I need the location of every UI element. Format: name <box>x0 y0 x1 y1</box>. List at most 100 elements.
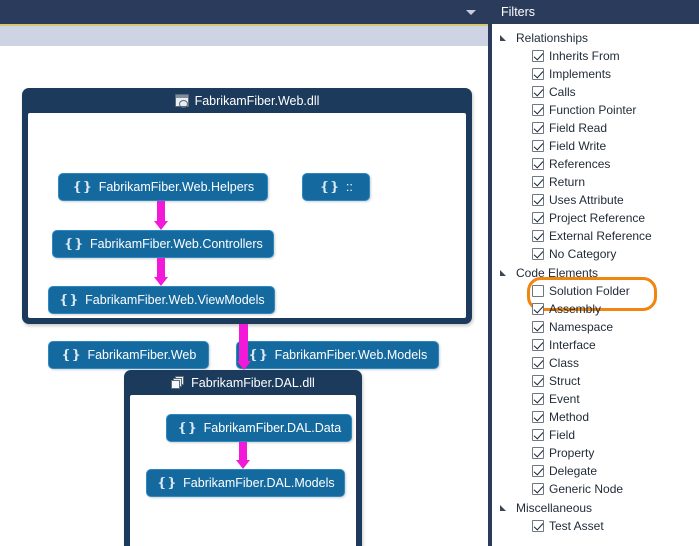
filter-item-field-read[interactable]: Field Read <box>492 119 699 137</box>
edge-daldata-to-dalmodels[interactable] <box>236 442 250 469</box>
diagram-canvas[interactable]: FabrikamFiber.Web.dll ❴❵ FabrikamFiber.W… <box>0 46 488 546</box>
filter-item-interface[interactable]: Interface <box>492 336 699 354</box>
filter-item-references[interactable]: References <box>492 155 699 173</box>
filter-item-label: Function Pointer <box>549 103 637 117</box>
filter-item-method[interactable]: Method <box>492 408 699 426</box>
checkbox[interactable] <box>532 447 544 459</box>
namespace-icon: ❴❵ <box>247 347 269 363</box>
filter-item-no-category[interactable]: No Category <box>492 245 699 263</box>
expander-triangle-icon[interactable] <box>498 266 511 279</box>
diagram-pane: FabrikamFiber.Web.dll ❴❵ FabrikamFiber.W… <box>0 0 488 546</box>
filter-group-relationships[interactable]: Relationships <box>492 28 699 47</box>
edge-shaft <box>239 442 247 460</box>
expander-triangle-icon[interactable] <box>498 501 511 514</box>
filter-item-struct[interactable]: Struct <box>492 372 699 390</box>
checkbox[interactable] <box>532 104 544 116</box>
namespace-node-dal-models[interactable]: ❴❵ FabrikamFiber.DAL.Models <box>146 469 345 497</box>
checkbox[interactable] <box>532 248 544 260</box>
filter-item-delegate[interactable]: Delegate <box>492 462 699 480</box>
namespace-icon: ❴❵ <box>176 420 198 436</box>
namespace-node-global[interactable]: ❴❵ :: <box>302 173 370 201</box>
edge-shaft <box>157 201 165 221</box>
checkbox[interactable] <box>532 68 544 80</box>
checkbox[interactable] <box>532 285 544 297</box>
checkbox[interactable] <box>532 122 544 134</box>
namespace-node-web-helpers[interactable]: ❴❵ FabrikamFiber.Web.Helpers <box>58 173 268 201</box>
edge-helpers-to-controllers[interactable] <box>154 201 168 230</box>
checkbox[interactable] <box>532 520 544 532</box>
namespace-node-dal-data[interactable]: ❴❵ FabrikamFiber.DAL.Data <box>166 414 352 442</box>
container-node-web-dll[interactable]: FabrikamFiber.Web.dll <box>22 88 472 324</box>
container-title: FabrikamFiber.DAL.dll <box>191 375 315 390</box>
edge-webdll-to-daldll[interactable] <box>236 324 251 370</box>
filter-item-label: Implements <box>549 67 612 81</box>
checkbox[interactable] <box>532 212 544 224</box>
filter-item-function-pointer[interactable]: Function Pointer <box>492 101 699 119</box>
filter-item-label: Namespace <box>549 320 614 334</box>
checkbox[interactable] <box>532 158 544 170</box>
checkbox[interactable] <box>532 86 544 98</box>
filter-item-field[interactable]: Field <box>492 426 699 444</box>
checkbox[interactable] <box>532 176 544 188</box>
container-header: FabrikamFiber.DAL.dll <box>124 370 362 394</box>
node-label: FabrikamFiber.DAL.Models <box>183 476 335 490</box>
container-body <box>28 113 466 318</box>
filter-group-code-elements[interactable]: Code Elements <box>492 263 699 282</box>
namespace-node-web-controllers[interactable]: ❴❵ FabrikamFiber.Web.Controllers <box>52 230 274 258</box>
checkbox[interactable] <box>532 465 544 477</box>
node-label: FabrikamFiber.DAL.Data <box>203 421 342 435</box>
filter-item-class[interactable]: Class <box>492 354 699 372</box>
checkbox[interactable] <box>532 303 544 315</box>
checkbox[interactable] <box>532 393 544 405</box>
filter-item-label: Assembly <box>549 302 602 316</box>
filter-item-property[interactable]: Property <box>492 444 699 462</box>
filter-item-namespace[interactable]: Namespace <box>492 318 699 336</box>
checkbox[interactable] <box>532 411 544 423</box>
checkbox[interactable] <box>532 321 544 333</box>
filter-item-solution-folder[interactable]: Solution Folder <box>492 277 699 311</box>
namespace-node-web-viewmodels[interactable]: ❴❵ FabrikamFiber.Web.ViewModels <box>48 286 275 314</box>
tab-strip[interactable] <box>0 26 488 46</box>
expander-triangle-icon[interactable] <box>498 31 511 44</box>
filter-item-inherits-from[interactable]: Inherits From <box>492 47 699 65</box>
filter-item-event[interactable]: Event <box>492 390 699 408</box>
filter-item-test-asset[interactable]: Test Asset <box>492 517 699 535</box>
checkbox[interactable] <box>532 339 544 351</box>
namespace-icon: ❴❵ <box>60 347 82 363</box>
filter-item-return[interactable]: Return <box>492 173 699 191</box>
toolbar-overflow-button[interactable] <box>462 0 480 24</box>
filter-item-label: Delegate <box>549 464 598 478</box>
edge-controllers-to-viewmodels[interactable] <box>154 258 168 286</box>
filter-item-label: References <box>549 157 611 171</box>
filter-item-calls[interactable]: Calls <box>492 83 699 101</box>
filter-item-project-reference[interactable]: Project Reference <box>492 209 699 227</box>
checkbox[interactable] <box>532 375 544 387</box>
chevron-down-icon <box>466 9 476 15</box>
checkbox[interactable] <box>532 194 544 206</box>
checkbox[interactable] <box>532 230 544 242</box>
checkbox[interactable] <box>532 140 544 152</box>
filter-item-field-write[interactable]: Field Write <box>492 137 699 155</box>
checkbox[interactable] <box>532 357 544 369</box>
filter-item-assembly[interactable]: Assembly <box>492 300 699 318</box>
namespace-node-web-models[interactable]: ❴❵ FabrikamFiber.Web.Models <box>236 341 439 369</box>
filters-tree[interactable]: Relationships Inherits From Implements C… <box>492 24 699 535</box>
filter-item-implements[interactable]: Implements <box>492 65 699 83</box>
checkbox[interactable] <box>532 429 544 441</box>
assembly-stack-icon <box>171 376 185 389</box>
namespace-node-web[interactable]: ❴❵ FabrikamFiber.Web <box>48 341 209 369</box>
filter-item-uses-attribute[interactable]: Uses Attribute <box>492 191 699 209</box>
filter-item-external-reference[interactable]: External Reference <box>492 227 699 245</box>
edge-shaft <box>239 324 248 361</box>
filter-item-label: Generic Node <box>549 482 624 496</box>
arrow-head-icon <box>154 277 168 286</box>
checkbox[interactable] <box>532 483 544 495</box>
filter-item-generic-node[interactable]: Generic Node <box>492 480 699 498</box>
filter-item-label: Solution Folder <box>549 284 630 298</box>
filter-item-label: Interface <box>549 338 596 352</box>
filter-group-miscellaneous[interactable]: Miscellaneous <box>492 498 699 517</box>
filter-item-label: Return <box>549 175 586 189</box>
checkbox[interactable] <box>532 50 544 62</box>
filter-item-label: Uses Attribute <box>549 193 624 207</box>
